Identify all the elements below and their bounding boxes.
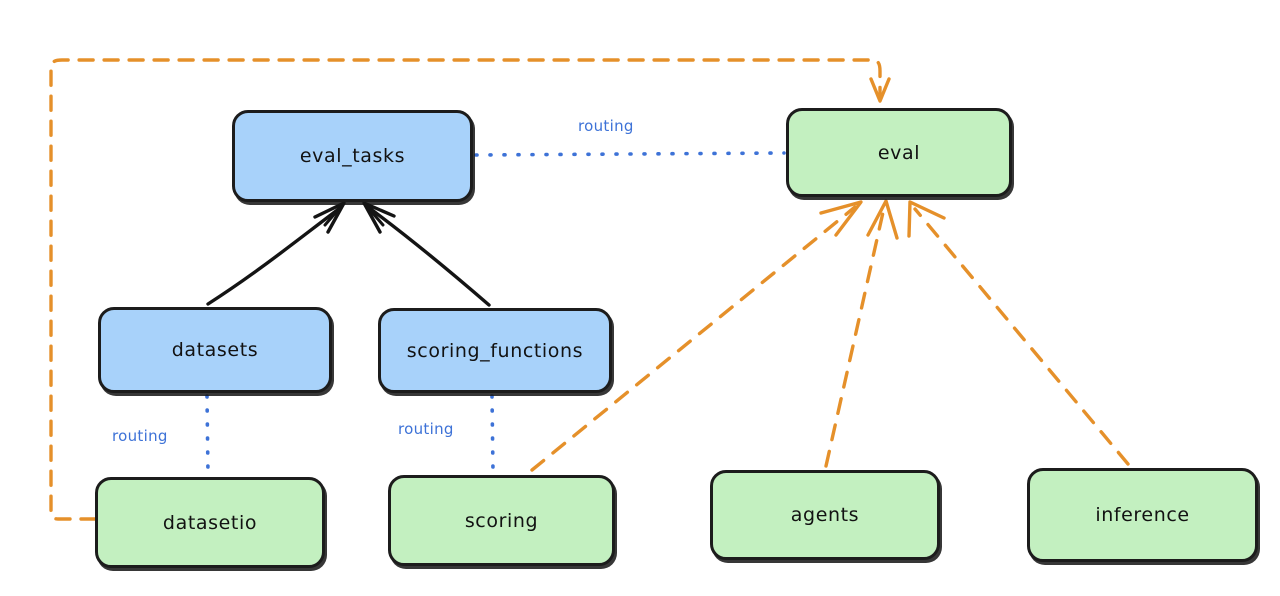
node-label-scoring: scoring [464,509,539,532]
edge-datasets-to-datasetio [205,394,210,476]
node-label-datasets: datasets [171,339,259,361]
edge-label-routing-scoring-functions: routing [398,420,454,438]
node-eval-tasks[interactable]: eval_tasks [232,110,473,202]
node-inference[interactable]: inference [1027,468,1258,562]
edge-label-routing-eval-tasks: routing [578,117,634,135]
node-label-inference: inference [1095,504,1190,526]
node-scoring[interactable]: scoring [388,475,615,566]
node-label-eval-tasks: eval_tasks [299,145,406,167]
edge-label-routing-datasets: routing [112,427,168,445]
node-datasetio[interactable]: datasetio [95,477,325,568]
node-scoring-functions[interactable]: scoring_functions [378,308,612,393]
edge-eval-tasks-to-eval [474,151,786,157]
edge-scoring-functions-to-scoring [490,394,495,474]
edge-agents-to-eval [824,199,899,468]
node-eval[interactable]: eval [786,108,1012,197]
node-label-datasetio: datasetio [162,511,258,534]
node-datasets[interactable]: datasets [98,307,332,393]
edge-inference-to-eval [907,200,1130,466]
node-label-eval: eval [877,141,921,164]
node-label-scoring-functions: scoring_functions [406,339,584,362]
edge-scoring-functions-to-eval-tasks [362,201,491,307]
node-agents[interactable]: agents [710,470,940,560]
node-label-agents: agents [790,504,860,526]
edge-datasets-to-eval-tasks [206,201,346,306]
